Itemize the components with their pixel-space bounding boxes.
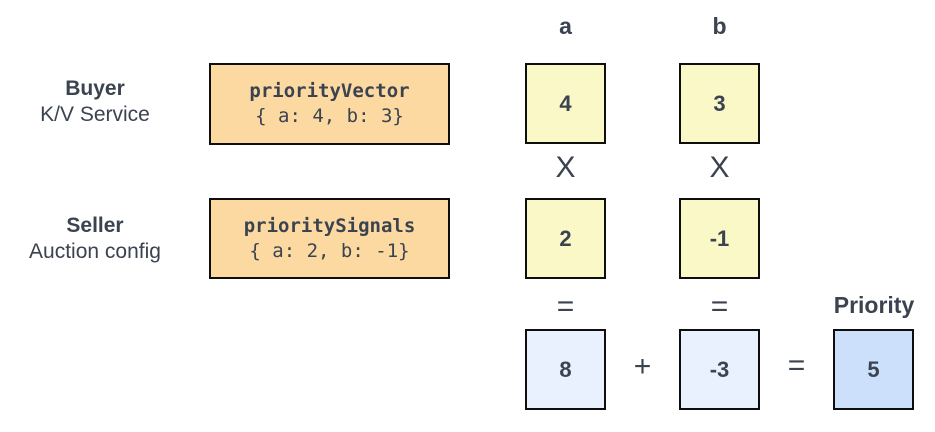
seller-subtitle: Auction config bbox=[29, 240, 161, 263]
seller-label-block: Seller Auction config bbox=[5, 213, 185, 265]
buyer-title: Buyer bbox=[65, 77, 125, 100]
cell-signals-a: 2 bbox=[525, 198, 606, 279]
seller-title: Seller bbox=[66, 214, 124, 237]
equals-operator-result: = bbox=[787, 349, 806, 382]
buyer-label-block: Buyer K/V Service bbox=[5, 76, 185, 128]
equals-operator-a: = bbox=[556, 290, 575, 323]
priority-vector-value: { a: 4, b: 3} bbox=[255, 105, 404, 127]
cell-vector-a: 4 bbox=[525, 63, 606, 144]
priority-vector-box: priorityVector { a: 4, b: 3} bbox=[209, 63, 450, 145]
plus-operator: + bbox=[633, 350, 652, 383]
cell-product-a: 8 bbox=[525, 329, 606, 410]
cell-priority-result: 5 bbox=[833, 329, 914, 410]
cell-vector-b: 3 bbox=[679, 63, 760, 144]
priority-signals-name: prioritySignals bbox=[243, 214, 416, 237]
cell-signals-b: -1 bbox=[679, 198, 760, 279]
buyer-subtitle: K/V Service bbox=[40, 103, 150, 126]
column-header-b: b bbox=[712, 13, 727, 39]
multiply-operator-a: X bbox=[555, 151, 576, 184]
equals-operator-b: = bbox=[710, 290, 729, 323]
priority-label: Priority bbox=[833, 292, 915, 318]
cell-product-b: -3 bbox=[679, 329, 760, 410]
column-header-a: a bbox=[559, 13, 572, 39]
multiply-operator-b: X bbox=[709, 151, 730, 184]
priority-signals-box: prioritySignals { a: 2, b: -1} bbox=[209, 198, 450, 279]
priority-vector-name: priorityVector bbox=[249, 80, 410, 102]
priority-signals-value: { a: 2, b: -1} bbox=[249, 239, 410, 262]
